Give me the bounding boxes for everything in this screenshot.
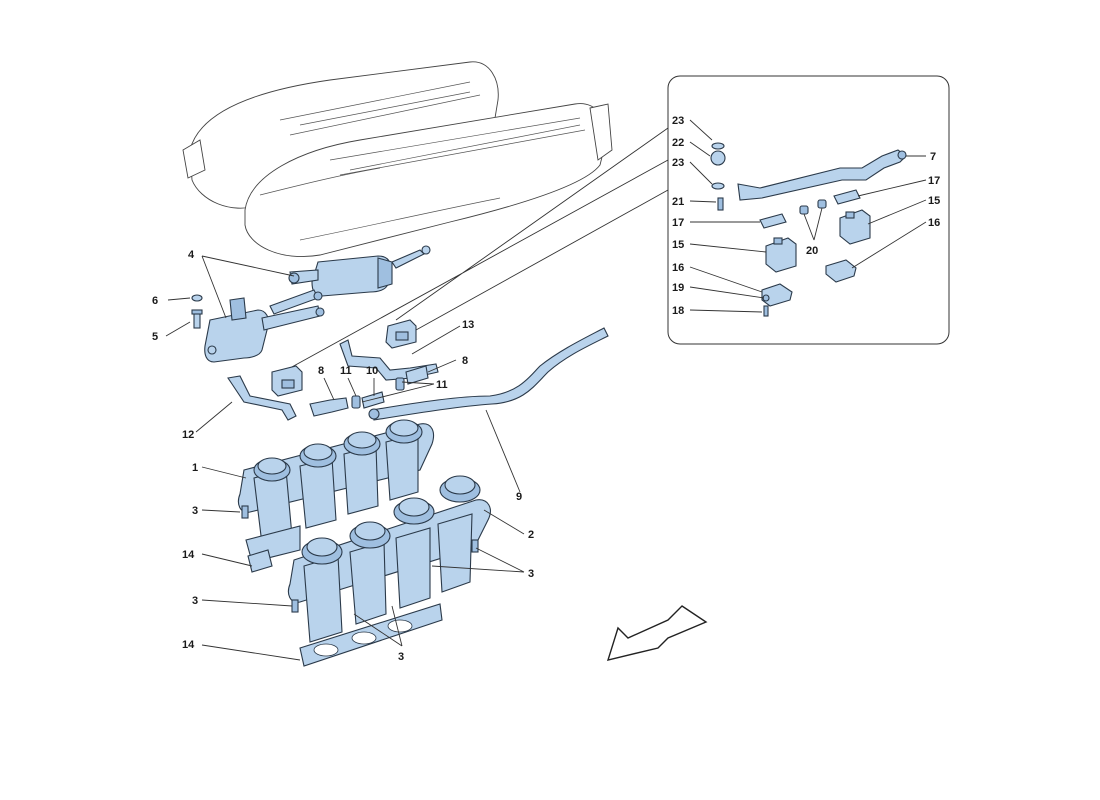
callout-3: 3	[528, 568, 534, 580]
callout-7: 7	[930, 151, 936, 163]
callout-8: 8	[462, 355, 468, 367]
tube-9	[371, 327, 609, 421]
callout-1: 1	[192, 462, 198, 474]
callout-labels: 1 2 3 3 3 3 4 5 6 7 8 8 9 10 11 11 12 13…	[152, 115, 940, 663]
inset-washer-23-bottom	[711, 182, 725, 190]
inset-bracket-16-right	[825, 259, 857, 283]
inset-washer-23-top	[711, 142, 725, 150]
inset-grommet-20	[799, 199, 827, 215]
bolt-5	[191, 309, 203, 329]
leader-lines	[165, 119, 927, 661]
callout-8: 8	[318, 365, 324, 377]
callout-14: 14	[182, 639, 195, 651]
fitting-10	[361, 391, 385, 409]
callout-3: 3	[398, 651, 404, 663]
callout-10: 10	[366, 365, 378, 377]
callout-6: 6	[152, 295, 158, 307]
inset-bracket-7	[737, 149, 907, 201]
inset-module-15-left	[765, 237, 797, 273]
clamp-11-left	[351, 395, 361, 409]
fitting-9-end	[368, 408, 380, 420]
stud-3-right	[471, 539, 479, 553]
callout-11: 11	[436, 379, 448, 391]
callout-2: 2	[528, 529, 534, 541]
callout-12: 12	[182, 429, 194, 441]
callout-21: 21	[672, 196, 684, 208]
throttle-bank-2	[287, 475, 491, 643]
mount-bracket-left	[271, 365, 303, 397]
inset-module-15-right	[839, 209, 871, 245]
callout-5: 5	[152, 331, 158, 343]
washer-6	[191, 294, 203, 302]
callout-9: 9	[516, 491, 522, 503]
inset-clip-17-right	[833, 189, 861, 205]
callout-23: 23	[672, 157, 684, 169]
clamp-11-right	[395, 377, 405, 391]
callout-11: 11	[340, 365, 352, 377]
callout-16: 16	[672, 262, 684, 274]
stud-3-lower-left	[291, 599, 299, 613]
callout-3: 3	[192, 595, 198, 607]
hose-12	[227, 375, 297, 421]
callout-16: 16	[928, 217, 940, 229]
orientation-arrow	[606, 605, 708, 661]
callout-15: 15	[928, 195, 940, 207]
inset-screw-21	[717, 197, 724, 211]
callout-17: 17	[672, 217, 684, 229]
callout-3: 3	[192, 505, 198, 517]
hose-8-right	[405, 365, 429, 385]
bank1-runners	[253, 433, 419, 545]
callout-14: 14	[182, 549, 195, 561]
inset-screw-18	[763, 305, 769, 317]
stud-3-upper-left	[241, 505, 249, 519]
gasket-14-upper	[247, 549, 273, 573]
mount-bracket-right	[385, 319, 417, 349]
inset-bush-22	[710, 150, 726, 166]
hose-8-left	[309, 397, 349, 417]
callout-15: 15	[672, 239, 684, 251]
throttle-bank-1	[237, 419, 435, 563]
callout-4: 4	[188, 249, 195, 261]
callout-17: 17	[928, 175, 940, 187]
callout-13: 13	[462, 319, 474, 331]
callout-18: 18	[672, 305, 684, 317]
inset-bracket-16-left	[761, 283, 793, 307]
callout-22: 22	[672, 137, 684, 149]
gasket-14-lower-ports	[313, 619, 413, 657]
actuator-assembly-lower	[204, 289, 325, 363]
actuator-assembly-upper	[288, 245, 431, 297]
detail-inset-frame	[667, 75, 950, 345]
callout-23: 23	[672, 115, 684, 127]
callout-19: 19	[672, 282, 684, 294]
callout-20: 20	[806, 245, 818, 257]
inset-clip-17-left	[759, 213, 787, 229]
engine-plenum-ghost	[182, 61, 613, 257]
